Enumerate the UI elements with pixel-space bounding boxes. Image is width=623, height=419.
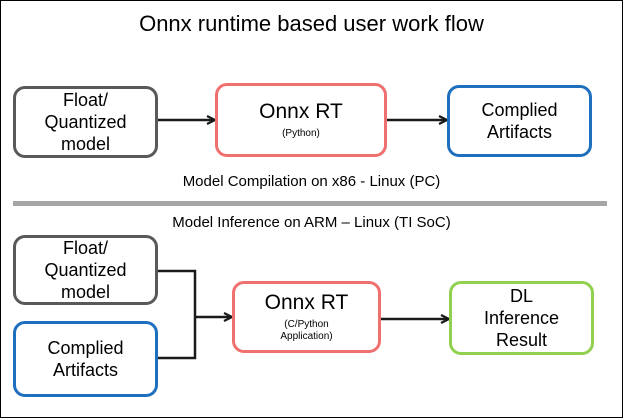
compile-artifacts-box: Complied Artifacts [447, 85, 592, 157]
inference-artifacts-label: Complied Artifacts [47, 338, 124, 380]
inference-result-label: DL Inference Result [483, 286, 560, 350]
inference-runtime-subtitle: (C/Python Application) [280, 319, 333, 342]
inference-model-label: Float/ Quantized model [44, 238, 127, 302]
compile-artifacts-label: Complied Artifacts [481, 100, 558, 142]
compilation-section-label: Model Compilation on x86 - Linux (PC) [182, 173, 441, 190]
inference-result-box: DL Inference Result [449, 281, 594, 355]
compile-runtime-title: Onnx RT [259, 100, 343, 123]
compile-runtime-subtitle: (Python) [282, 128, 320, 139]
section-divider [13, 201, 607, 206]
inference-runtime-box: Onnx RT (C/Python Application) [232, 281, 381, 353]
inference-section-label: Model Inference on ARM – Linux (TI SoC) [172, 214, 451, 231]
connector-model-to-merge [156, 269, 197, 317]
diagram-title: Onnx runtime based user work flow [139, 11, 484, 36]
inference-runtime-title: Onnx RT [264, 291, 349, 314]
compile-model-label: Float/ Quantized model [44, 90, 127, 154]
compile-runtime-box: Onnx RT (Python) [215, 83, 387, 157]
connector-artifacts-to-merge [156, 317, 197, 360]
inference-artifacts-box: Complied Artifacts [13, 321, 158, 397]
compile-model-box: Float/ Quantized model [13, 86, 158, 158]
inference-model-box: Float/ Quantized model [13, 235, 158, 305]
